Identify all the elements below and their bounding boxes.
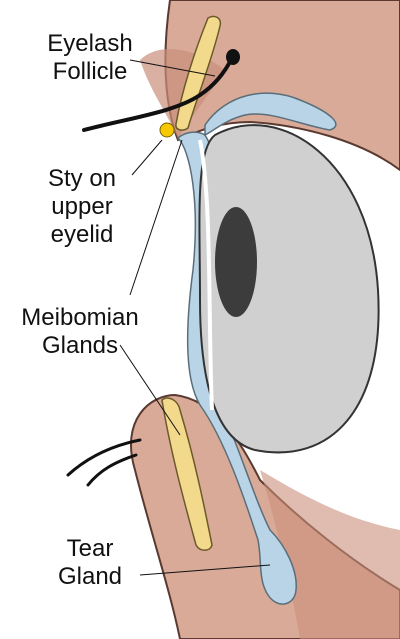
- eyelash-follicle-bulb: [226, 49, 240, 65]
- sty: [159, 122, 175, 138]
- lower-eyelash-1: [66, 438, 142, 477]
- tear-gland-label: Tear Gland: [57, 535, 123, 590]
- leader-eyelash-follicle: [129, 59, 216, 77]
- cornea-edge: [198, 139, 214, 411]
- upper-fornix: [204, 92, 337, 137]
- lower-eyelash-2: [86, 453, 138, 487]
- eyelash-follicle-label: Eyelash Follicle: [47, 30, 133, 85]
- upper-eyelash: [82, 56, 234, 132]
- leader-meibomian-upper: [129, 139, 183, 296]
- pupil: [215, 207, 257, 317]
- lower-meibomian-gland: [161, 397, 213, 551]
- eyeball: [198, 124, 380, 454]
- leader-tear-gland: [139, 564, 271, 576]
- leader-sty: [131, 139, 163, 176]
- sty-label: Sty on upper eyelid: [47, 165, 117, 248]
- leader-meibomian-lower: [119, 344, 181, 436]
- meibomian-glands-label: Meibomian Glands: [21, 304, 139, 359]
